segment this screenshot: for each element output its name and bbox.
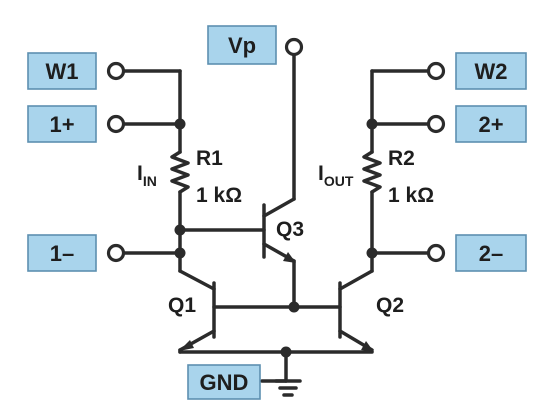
left-branch [122, 69, 374, 354]
q1-label: Q1 [168, 294, 196, 317]
junction-dot [288, 301, 300, 313]
junction-dot [174, 118, 186, 130]
terminal-label-w1: W1 [46, 59, 79, 84]
r2-resistor [362, 150, 382, 194]
w1-pin [106, 61, 126, 81]
terminal-label-1-plus: 1+ [49, 112, 74, 137]
q1-collector [178, 269, 216, 291]
q2-label: Q2 [376, 294, 404, 317]
q1-emitter-arrow [179, 340, 194, 351]
current-out-label: IOUT [318, 162, 354, 189]
center-branch [212, 53, 342, 309]
terminal-box [455, 105, 527, 143]
q3-collector [262, 197, 296, 218]
junction-dot [280, 346, 292, 358]
junction-dot [174, 224, 186, 236]
current-in-symbol: I [137, 162, 143, 185]
out-minus-pin [426, 243, 446, 263]
current-in-label: IIN [137, 162, 157, 189]
r1-resistor [170, 150, 190, 194]
terminal-gnd: GND [187, 364, 261, 400]
terminal-1-minus: 1– [27, 234, 97, 272]
in-plus-pin [106, 114, 126, 134]
vp-pin [284, 37, 304, 57]
terminal-box [455, 52, 527, 90]
r1-name: R1 [196, 147, 223, 170]
junction-dot [174, 247, 186, 259]
q3-label: Q3 [276, 218, 304, 241]
junction-dot [366, 118, 378, 130]
current-out-subscript: OUT [324, 173, 354, 189]
terminal-box [187, 364, 261, 400]
terminal-1-plus: 1+ [27, 105, 97, 143]
w2-pin [426, 61, 446, 81]
terminal-label-1-minus: 1– [50, 241, 74, 266]
terminal-label-vp: Vp [228, 33, 256, 58]
terminal-2-minus: 2– [455, 234, 527, 272]
in-minus-pin [106, 243, 126, 263]
ground-branch [260, 350, 302, 397]
terminal-w1: W1 [27, 52, 97, 90]
out-plus-pin [426, 114, 446, 134]
r2-name: R2 [388, 147, 415, 170]
terminal-box [455, 234, 527, 272]
q2-collector [338, 269, 374, 291]
q2-emitter-arrow [361, 341, 374, 352]
current-out-symbol: I [318, 162, 324, 185]
terminal-label-2-plus: 2+ [478, 112, 503, 137]
terminal-box [207, 25, 277, 65]
terminal-vp: Vp [207, 25, 277, 65]
terminal-box [27, 234, 97, 272]
terminal-label-w2: W2 [475, 59, 508, 84]
terminal-w2: W2 [455, 52, 527, 90]
terminal-2-plus: 2+ [455, 105, 527, 143]
terminal-box [27, 105, 97, 143]
terminal-label-2-minus: 2– [479, 241, 503, 266]
r1-value: 1 kΩ [196, 184, 242, 207]
junction-dot [366, 247, 378, 259]
terminal-box [27, 52, 97, 90]
terminal-label-gnd: GND [200, 370, 249, 395]
current-in-subscript: IN [143, 173, 157, 189]
r2-value: 1 kΩ [388, 184, 434, 207]
